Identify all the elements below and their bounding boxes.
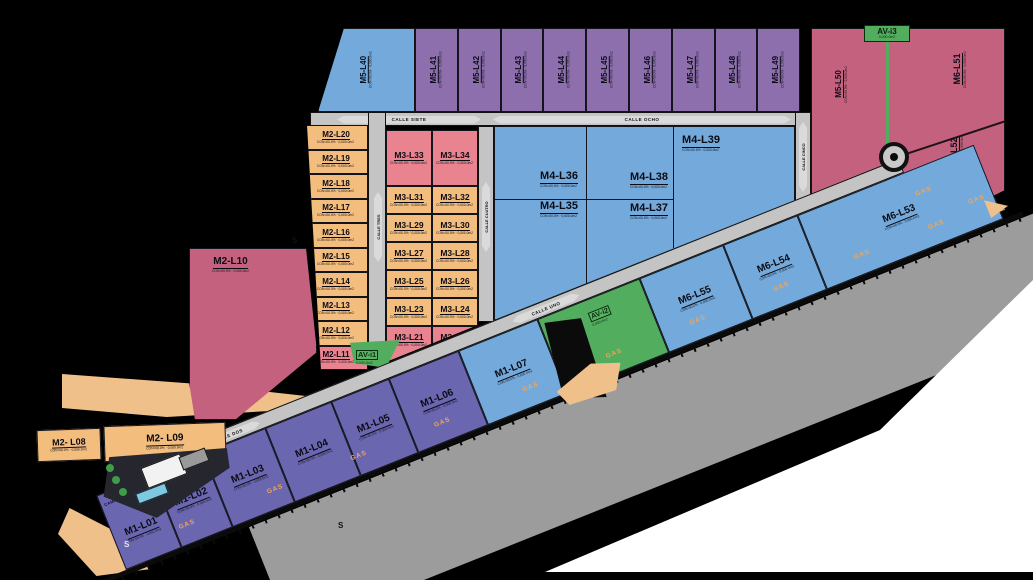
lot-sub: CON=00.0% · 0,000.0m2 [212, 268, 249, 273]
logistics-campus [98, 447, 238, 524]
av-i3-strip [886, 31, 889, 157]
road-label-calle-ocho: CALLE OCHO [493, 116, 791, 124]
road-calle-cuatro: CALLE CUATRO [478, 126, 494, 322]
campus-tree [106, 464, 114, 472]
av-i3-sub: 0,000.0m2 [878, 34, 896, 39]
roundabout-center [890, 153, 898, 161]
road-calle-top: CALLE SIETE CALLE OCHO [310, 112, 796, 126]
divider [586, 127, 587, 284]
av-i3-label-box: AV-i3 0,000.0m2 [864, 25, 910, 42]
divider [673, 127, 674, 248]
road-calle-tres: CALLE TRES [368, 112, 386, 366]
road-label-calle-tres: CALLE TRES [374, 192, 382, 262]
divider [495, 199, 673, 200]
campus-tree [112, 476, 120, 484]
marker-s: S [338, 521, 344, 530]
marker-s: S [124, 540, 130, 549]
campus-tree [119, 488, 127, 496]
lot-name: M2-L10 [213, 256, 248, 269]
lot-label: M2-L10 CON=00.0% · 0,000.0m2 [208, 256, 253, 273]
marker-s: S [292, 236, 298, 245]
road-label-calle-siete: CALLE SIETE [337, 116, 481, 124]
road-label-calle-cinco: CALLE CINCO [799, 122, 807, 192]
av-i2-label: AV-i2 0,000.0m2 [585, 299, 614, 327]
av-i3-label: AV-i3 [877, 26, 897, 36]
road-label-calle-cuatro: CALLE CUATRO [482, 182, 490, 252]
lot-m2-l10: M2-L10 CON=00.0% · 0,000.0m2 [189, 248, 317, 420]
av-i1-label: AV-i1 0,000.0m2 [356, 350, 379, 365]
